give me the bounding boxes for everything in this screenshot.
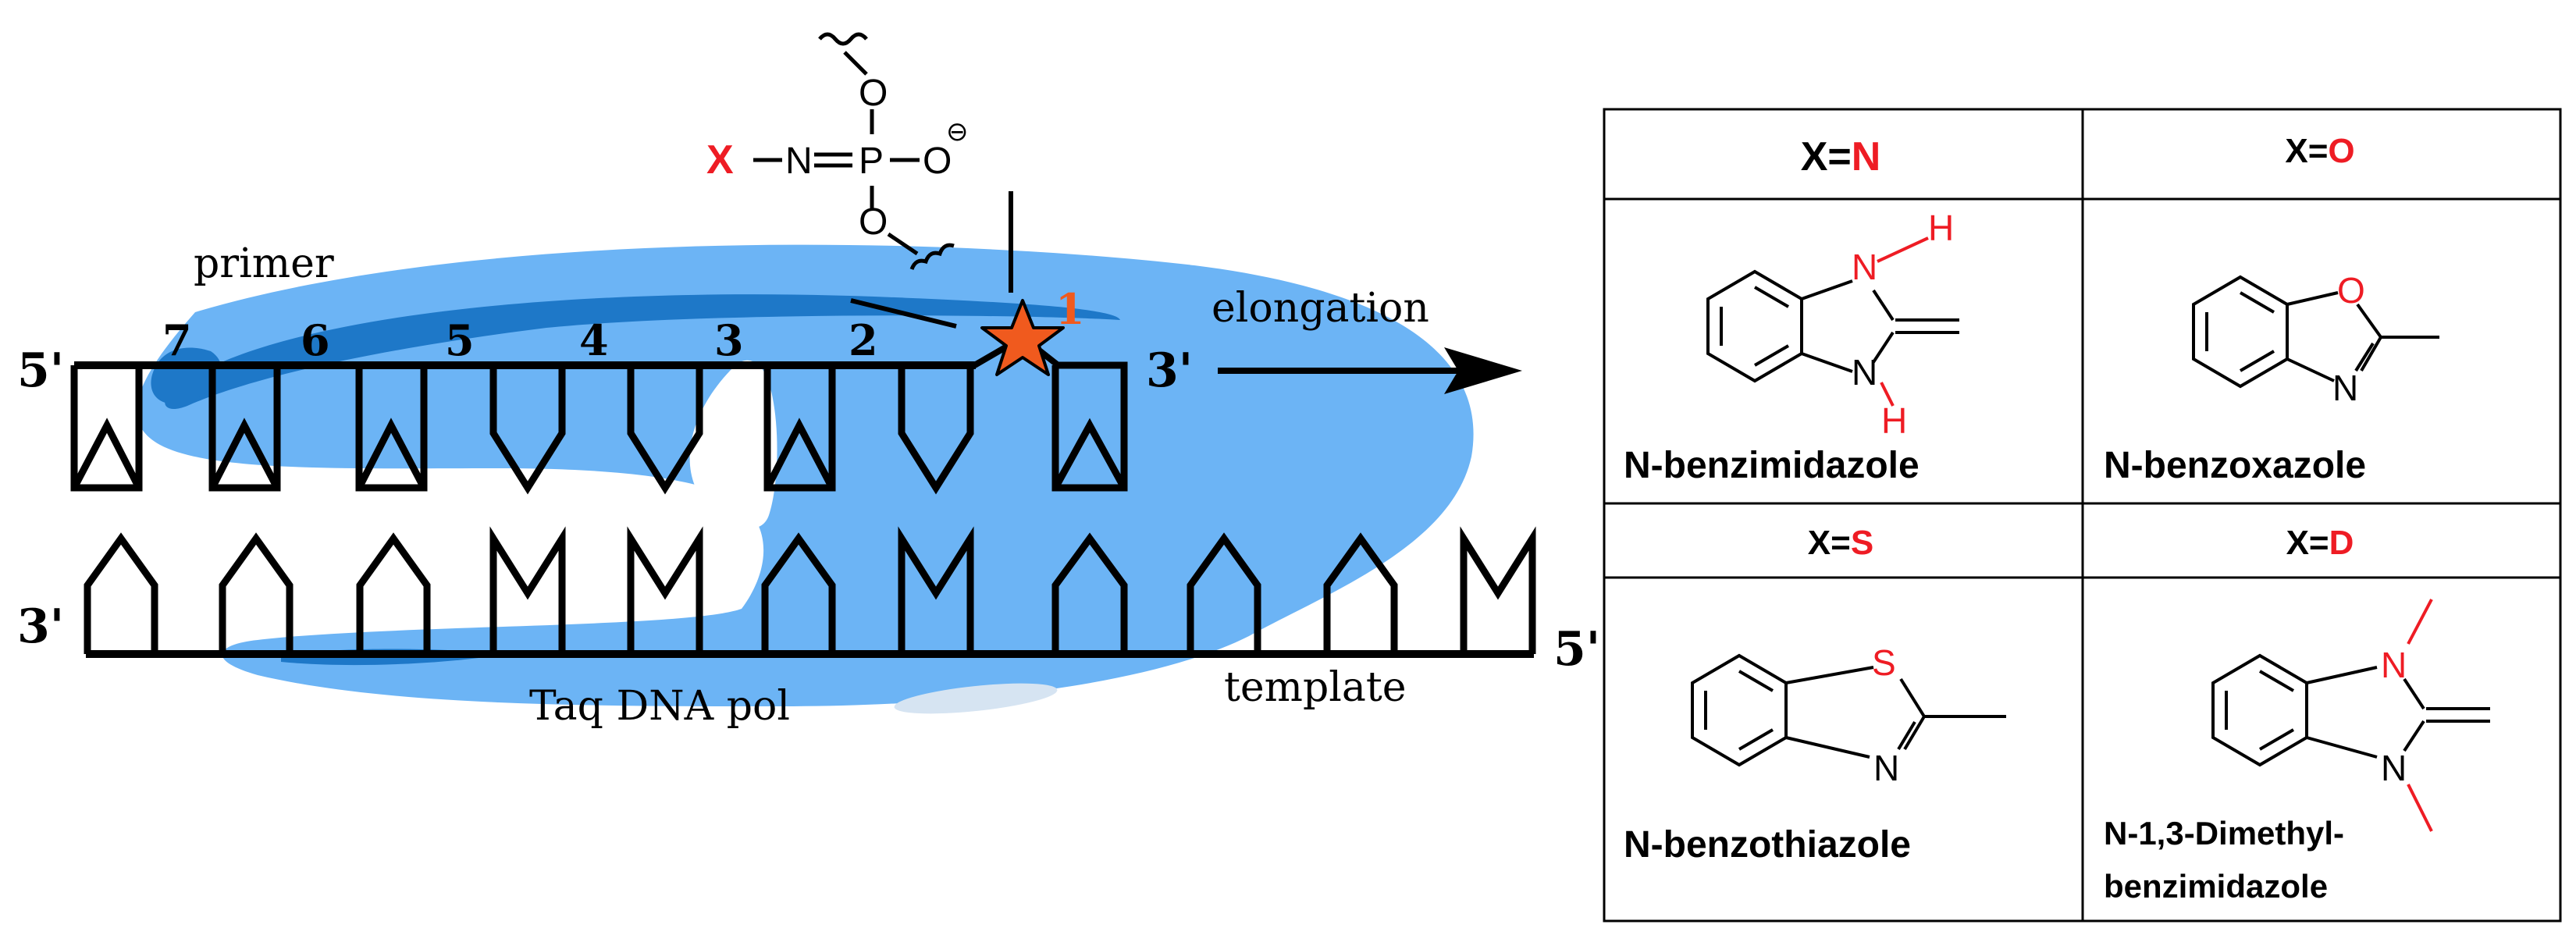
phosphate-o-top-label: O: [859, 73, 888, 114]
header-x-n: X=N: [1801, 134, 1881, 180]
position-label-4: 4: [579, 315, 609, 365]
header-x-d: X=D: [2286, 524, 2354, 562]
primer-3prime-label: 3': [1146, 343, 1193, 398]
name-dimethyl-line1: N-1,3-Dimethyl-: [2104, 815, 2344, 851]
elongation-label: elongation: [1212, 285, 1429, 332]
analog-table: [1603, 108, 2562, 923]
polymerase-label: Taq DNA pol: [529, 683, 790, 730]
benzoxazole-n-atom: N: [2332, 368, 2358, 408]
benzimidazole-h1-atom: H: [1928, 208, 1954, 248]
phosphate-charge-label: ⊖: [946, 117, 969, 147]
template-base-a: [356, 532, 431, 654]
template-5prime-label: 5': [1553, 622, 1600, 677]
primer-base-v: [627, 365, 703, 495]
position-label-6: 6: [301, 315, 330, 365]
template-base-a: [1187, 532, 1261, 654]
phosphate-n-label: N: [785, 140, 813, 182]
benzoxazole-o-atom: O: [2337, 270, 2365, 311]
benzothiazole-structure: [1691, 653, 2006, 767]
squiggle-bottom: [909, 243, 955, 270]
name-benzimidazole: N-benzimidazole: [1624, 445, 1920, 486]
primer-base-v: [898, 365, 974, 495]
dimethyl-benzimidazole-structure: [2211, 599, 2490, 832]
squiggle-top: [818, 32, 868, 46]
position-label-2: 2: [849, 315, 878, 365]
position-label-7: 7: [162, 315, 192, 365]
template-base-m: [1460, 526, 1536, 654]
position-label-3: 3: [714, 315, 744, 365]
bond-o-bottom-squiggle: [887, 232, 919, 256]
benzimidazole-n1-atom: N: [1852, 247, 1877, 287]
position-label-1: 1: [1055, 284, 1085, 334]
template-base-m: [627, 526, 703, 654]
benzimidazole-n2-atom: N: [1852, 352, 1877, 393]
incoming-base-w: [1051, 361, 1128, 492]
template-base-a: [219, 532, 294, 654]
phosphate-x-label: X: [706, 137, 734, 183]
template-base-a: [1323, 532, 1398, 654]
benzothiazole-n-atom: N: [1873, 748, 1899, 788]
name-benzothiazole: N-benzothiazole: [1624, 824, 1911, 866]
benzothiazole-s-atom: S: [1872, 642, 1896, 683]
benzoxazole-structure: [2192, 275, 2439, 389]
template-strand: [84, 526, 1536, 658]
primer-base-w: [763, 365, 836, 492]
polymerase-notch: [689, 360, 777, 529]
star-marker-icon: [980, 299, 1065, 376]
phosphate-o-bottom-label: O: [859, 201, 888, 243]
dimethyl-n2-atom: N: [2381, 748, 2407, 788]
primer-5prime-label: 5': [17, 343, 64, 398]
bond-o-top-squiggle: [843, 51, 868, 76]
primer-base-w: [70, 365, 143, 492]
header-x-s: X=S: [1808, 524, 1873, 562]
elongation-arrowhead: [1444, 347, 1522, 394]
template-base-a: [84, 532, 158, 654]
position-label-5: 5: [445, 315, 475, 365]
phosphoramidate-structure: [753, 32, 1013, 329]
pointer-line-diagonal: [850, 298, 957, 329]
polymerase-body: [137, 244, 1474, 707]
benzimidazole-h2-atom: H: [1881, 400, 1907, 441]
header-x-o: X=O: [2285, 132, 2354, 170]
elongation-arrow: [1218, 347, 1522, 394]
template-base-m: [898, 526, 974, 654]
primer-label: primer: [194, 240, 334, 287]
dimethyl-n1-atom: N: [2381, 645, 2407, 685]
primer-base-w: [208, 365, 281, 492]
primer-base-v: [489, 365, 566, 495]
name-benzoxazole: N-benzoxazole: [2104, 445, 2366, 486]
template-base-a: [1051, 532, 1128, 654]
template-base-a: [761, 532, 836, 654]
template-3prime-label: 3': [17, 599, 64, 654]
polymerase-highlight: [894, 683, 1058, 714]
polymerase-dark-ridge: [165, 294, 1120, 410]
name-dimethyl-line2: benzimidazole: [2104, 868, 2328, 905]
phosphate-o-right-label: O: [923, 140, 952, 182]
benzimidazole-structure: [1706, 236, 1959, 407]
template-label: template: [1224, 664, 1407, 711]
phosphate-p-label: P: [859, 140, 884, 182]
primer-base-w: [355, 365, 428, 492]
template-base-m: [489, 526, 566, 654]
